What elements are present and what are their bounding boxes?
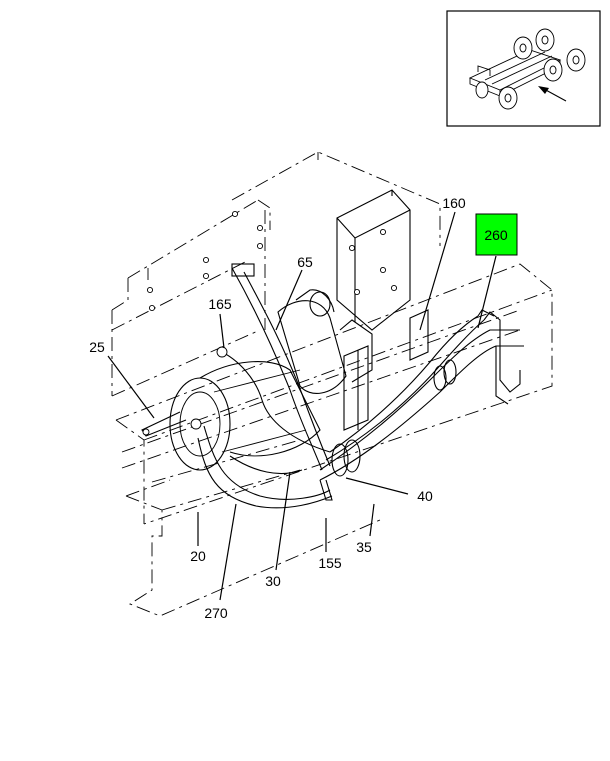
label-20[interactable]: 20: [190, 548, 206, 564]
frame-rail: [111, 151, 441, 397]
starter-motor: [169, 289, 373, 471]
label-40[interactable]: 40: [417, 488, 433, 504]
locator-arrow-icon: [538, 86, 567, 102]
label-270[interactable]: 270: [204, 605, 228, 621]
cable-harness: [319, 309, 524, 481]
callout-260-highlight[interactable]: 260: [475, 213, 518, 256]
label-30[interactable]: 30: [265, 573, 281, 589]
label-160[interactable]: 160: [442, 195, 466, 211]
label-260[interactable]: 260: [484, 227, 508, 243]
assembly-drawing: [111, 151, 553, 617]
cross-member: [115, 263, 553, 525]
label-165[interactable]: 165: [208, 296, 232, 312]
battery-cables: [141, 263, 333, 509]
label-155[interactable]: 155: [318, 555, 342, 571]
tank-box: [336, 189, 411, 331]
label-25[interactable]: 25: [89, 339, 105, 355]
leader-lines: [107, 211, 497, 601]
label-35[interactable]: 35: [356, 539, 372, 555]
rail-holes: [146, 210, 264, 312]
label-65[interactable]: 65: [297, 254, 313, 270]
lower-bracket: [125, 469, 381, 617]
part-labels: 160 65 165 25 40 20 35 155 30 270: [89, 195, 466, 621]
mount-bracket: [343, 309, 429, 431]
locator-inset: [446, 10, 601, 127]
